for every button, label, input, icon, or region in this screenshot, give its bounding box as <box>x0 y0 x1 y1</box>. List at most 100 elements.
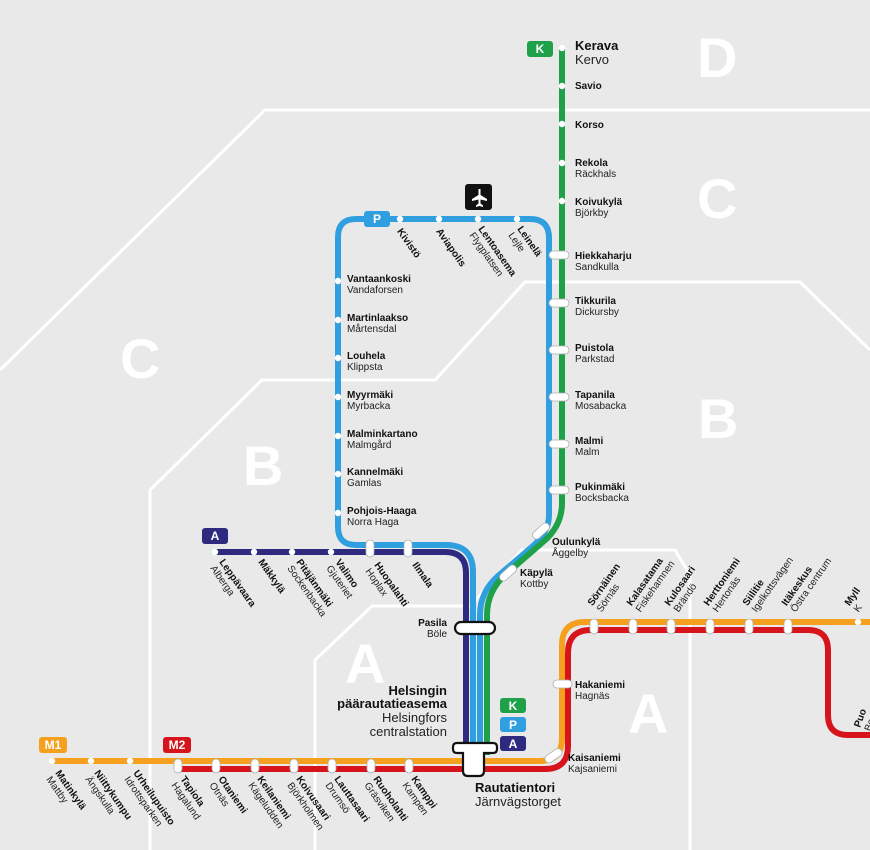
station-vantaankoski: Vantaankoski Vandaforsen <box>347 274 411 296</box>
station-kaisaniemi: Kaisaniemi Kajsaniemi <box>568 753 621 775</box>
station-pohjoishaaga: Pohjois-Haaga Norra Haga <box>347 506 417 528</box>
line-badge-m2: M2 <box>163 737 191 753</box>
zone-letters: D C C B B A A <box>120 26 738 745</box>
svg-text:P: P <box>373 212 381 226</box>
zone-letter-b-right: B <box>698 387 738 450</box>
zone-letter-b-left: B <box>243 434 283 497</box>
svg-text:Kottby: Kottby <box>520 579 548 590</box>
station-korso: Korso <box>575 120 604 131</box>
svg-text:Åggelby: Åggelby <box>552 546 588 559</box>
station-rautatientori: Rautatientori Järnvägstorget <box>475 780 561 809</box>
line-badge-p: P <box>364 211 390 227</box>
station-pukinmaki: Pukinmäki Bocksbacka <box>575 482 629 504</box>
zone-letter-a-center: A <box>345 632 385 695</box>
station-koivukyla: Koivukylä Björkby <box>575 197 623 219</box>
svg-text:M1: M1 <box>45 738 62 752</box>
zone-letter-a-right: A <box>628 682 668 745</box>
svg-text:Kervo: Kervo <box>575 52 609 67</box>
zone-letter-c-left: C <box>120 327 160 390</box>
helsinki-interchange <box>451 741 499 778</box>
line-badge-m1: M1 <box>39 737 67 753</box>
station-pasila: Pasila Böle <box>418 618 447 640</box>
svg-text:Bocksbacka: Bocksbacka <box>575 493 629 504</box>
station-puotila-partial: Puo Bo <box>852 708 870 733</box>
svg-text:Räckhals: Räckhals <box>575 169 616 180</box>
svg-text:Järnvägstorget: Järnvägstorget <box>475 794 561 809</box>
station-savio: Savio <box>575 81 602 92</box>
svg-text:Hagnäs: Hagnäs <box>575 691 609 702</box>
svg-text:Bo: Bo <box>863 717 870 733</box>
svg-text:Norra Haga: Norra Haga <box>347 517 399 528</box>
svg-text:Käpylä: Käpylä <box>520 568 553 579</box>
pasila-interchange <box>453 620 497 636</box>
svg-text:Klippsta: Klippsta <box>347 362 383 373</box>
metro-line-m2 <box>180 627 870 772</box>
svg-text:Helsingfors: Helsingfors <box>382 710 448 725</box>
svg-text:Oulunkylä: Oulunkylä <box>552 537 601 548</box>
svg-text:P: P <box>509 718 517 732</box>
svg-text:Pukinmäki: Pukinmäki <box>575 482 625 493</box>
line-badge-k: K <box>527 41 553 57</box>
station-dots <box>48 44 862 765</box>
svg-text:A: A <box>211 529 220 543</box>
svg-text:centralstation: centralstation <box>370 724 447 739</box>
station-martinlaakso: Martinlaakso Mårtensdal <box>347 313 408 335</box>
svg-text:Rekola: Rekola <box>575 158 608 169</box>
svg-text:Tapanila: Tapanila <box>575 390 615 401</box>
station-kerava: Kerava Kervo <box>575 38 619 67</box>
svg-text:Malmgård: Malmgård <box>347 439 391 451</box>
svg-text:Malm: Malm <box>575 447 599 458</box>
rail-line-a <box>215 549 469 755</box>
svg-text:Hakaniemi: Hakaniemi <box>575 680 625 691</box>
svg-text:M2: M2 <box>169 738 186 752</box>
helsinki-line-badges: K P A <box>500 698 526 751</box>
svg-text:Kajsaniemi: Kajsaniemi <box>568 764 617 775</box>
station-hiekkaharju: Hiekkaharju Sandkulla <box>575 251 632 273</box>
svg-text:Koivukylä: Koivukylä <box>575 197 623 208</box>
svg-text:Mosabacka: Mosabacka <box>575 401 627 412</box>
svg-text:Malmi: Malmi <box>575 436 604 447</box>
station-tikkurila: Tikkurila Dickursby <box>575 296 619 318</box>
svg-text:Mårtensdal: Mårtensdal <box>347 323 396 335</box>
svg-text:Hiekkaharju: Hiekkaharju <box>575 251 632 262</box>
svg-text:Tikkurila: Tikkurila <box>575 296 616 307</box>
station-helsinki: Helsingin päärautatieasema Helsingfors c… <box>337 683 448 739</box>
svg-text:Vantaankoski: Vantaankoski <box>347 274 411 285</box>
station-malmi: Malmi Malm <box>575 436 604 458</box>
svg-text:Myyrmäki: Myyrmäki <box>347 390 393 401</box>
svg-text:Malminkartano: Malminkartano <box>347 429 418 440</box>
svg-text:Louhela: Louhela <box>347 351 386 362</box>
svg-text:K: K <box>509 699 518 713</box>
station-hakaniemi: Hakaniemi Hagnäs <box>575 680 625 702</box>
svg-text:Pohjois-Haaga: Pohjois-Haaga <box>347 506 417 517</box>
svg-text:Myrbacka: Myrbacka <box>347 401 391 412</box>
svg-text:K: K <box>536 42 545 56</box>
station-oulunkyla: Oulunkylä Åggelby <box>552 537 601 559</box>
zone-letter-c-right: C <box>697 167 737 230</box>
svg-text:Kerava: Kerava <box>575 38 619 53</box>
station-malminkartano: Malminkartano Malmgård <box>347 429 418 451</box>
svg-text:Martinlaakso: Martinlaakso <box>347 313 408 324</box>
svg-text:Puistola: Puistola <box>575 343 614 354</box>
svg-text:Kaisaniemi: Kaisaniemi <box>568 753 621 764</box>
svg-text:Sandkulla: Sandkulla <box>575 262 619 273</box>
svg-text:Vandaforsen: Vandaforsen <box>347 285 403 296</box>
svg-text:Björkby: Björkby <box>575 208 608 219</box>
rail-line-k <box>484 48 565 755</box>
station-louhela: Louhela Klippsta <box>347 351 386 373</box>
svg-text:Kannelmäki: Kannelmäki <box>347 467 403 478</box>
station-kannelmaki: Kannelmäki Gamlas <box>347 467 403 489</box>
svg-text:Böle: Böle <box>427 629 447 640</box>
station-kapyla: Käpylä Kottby <box>520 568 553 590</box>
svg-text:Dickursby: Dickursby <box>575 307 619 318</box>
zone-letter-d: D <box>697 26 737 89</box>
station-rekola: Rekola Räckhals <box>575 158 616 180</box>
station-puistola: Puistola Parkstad <box>575 343 614 365</box>
airplane-icon <box>465 184 492 210</box>
svg-text:Parkstad: Parkstad <box>575 354 614 365</box>
interchange-markers <box>173 250 793 774</box>
line-badge-a: A <box>202 528 228 544</box>
station-myyrmaki: Myyrmäki Myrbacka <box>347 390 393 412</box>
